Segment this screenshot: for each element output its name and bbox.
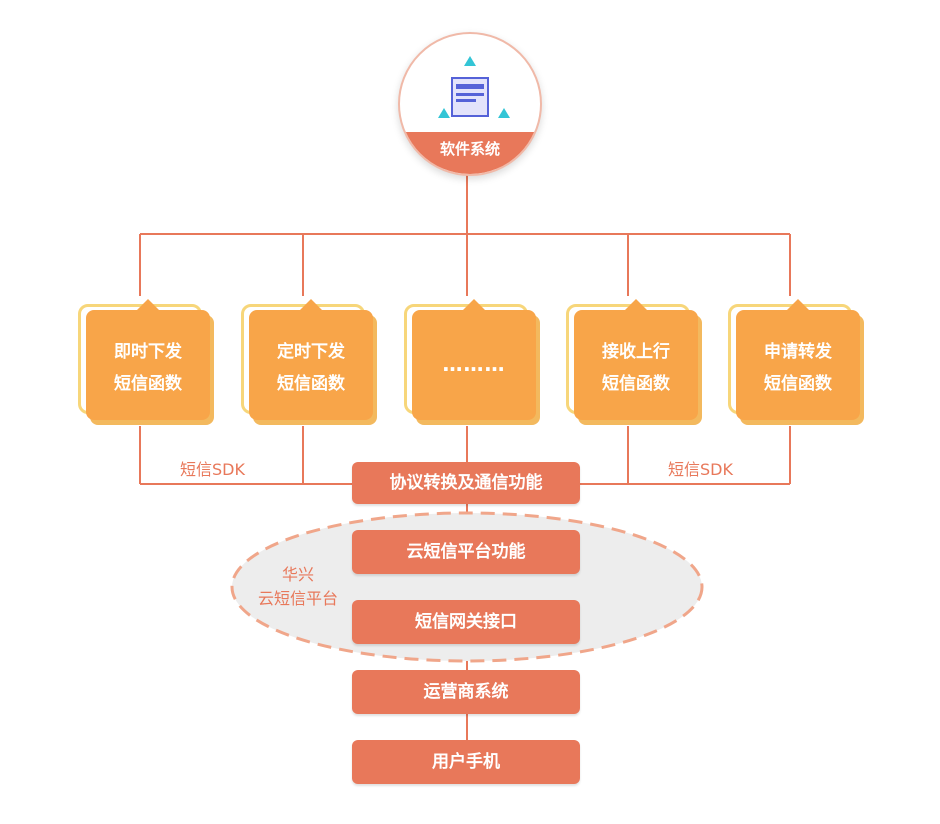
function-card-forward-request: 申请转发 短信函数 <box>728 299 860 428</box>
function-card-receive-uplink: 接收上行 短信函数 <box>566 299 698 428</box>
platform-name-line1: 华兴 <box>281 565 314 584</box>
function-card-line1: ……… <box>442 352 506 376</box>
operator-system-bar: 运营商系统 <box>352 670 580 714</box>
system-label: 软件系统 <box>439 140 500 158</box>
software-icon <box>438 56 510 118</box>
sms-gateway-bar: 短信网关接口 <box>352 600 580 644</box>
cloud-sms-function-bar: 云短信平台功能 <box>352 530 580 574</box>
system-label-band <box>400 132 540 174</box>
software-system-node: 软件系统 <box>398 32 542 176</box>
sdk-label-right: 短信SDK <box>668 460 733 479</box>
function-card-line2: 短信函数 <box>602 374 670 394</box>
protocol-conversion-bar: 协议转换及通信功能 <box>352 462 580 504</box>
function-card-instant-send: 即时下发 短信函数 <box>78 299 210 428</box>
function-card-line1: 即时下发 <box>114 342 182 362</box>
function-card-line1: 定时下发 <box>277 342 345 362</box>
function-card-line2: 短信函数 <box>114 374 182 394</box>
function-card-line2: 短信函数 <box>764 374 832 394</box>
platform-ellipse <box>230 511 704 663</box>
function-card-scheduled-send: 定时下发 短信函数 <box>241 299 373 428</box>
platform-name-line2: 云短信平台 <box>258 589 339 608</box>
function-card-line2: 短信函数 <box>277 374 345 394</box>
function-card-line1: 接收上行 <box>602 342 670 362</box>
sdk-label-left: 短信SDK <box>180 460 245 479</box>
platform-name: 华兴 云短信平台 <box>258 563 338 611</box>
function-card-more: ……… <box>404 299 536 428</box>
user-phone-bar: 用户手机 <box>352 740 580 784</box>
function-card-line1: 申请转发 <box>764 342 832 362</box>
